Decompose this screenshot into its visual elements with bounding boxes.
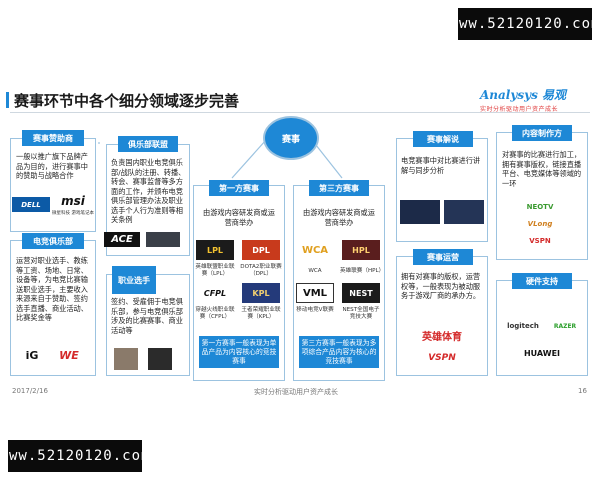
esports-club-desc: 运营对职业选手、教练等工资、场地、日常、设备等，为电竞比赛输送职业选手，主要收入… bbox=[16, 256, 88, 322]
third-party-note: 第三方赛事一般表现为多项综合产品内容为核心的竞技赛事 bbox=[299, 336, 379, 368]
first-party-header: 第一方赛事 bbox=[209, 180, 269, 196]
esports-club-header: 电竞俱乐部 bbox=[22, 233, 84, 249]
hardware-panel bbox=[496, 280, 588, 376]
club-alliance-desc: 负责国内职业电竞俱乐部/战队的注册、转播、转会、赛事监督等多方面的工作，并颁布电… bbox=[111, 158, 186, 224]
ace-logo: ACE bbox=[104, 232, 140, 247]
commentary-panel bbox=[396, 138, 488, 242]
club-alliance-header: 俱乐部联盟 bbox=[118, 136, 178, 152]
brand-logo: Analysys 易观 实时分析驱动用户资产成长 bbox=[480, 86, 588, 113]
hpl-logo: HPL bbox=[342, 240, 380, 260]
ig-logo: iG bbox=[25, 348, 39, 362]
root-node-events: 赛事 bbox=[263, 116, 319, 160]
kpl-logo: KPL bbox=[242, 283, 280, 303]
vspn-small-logo: VSPN bbox=[529, 237, 551, 245]
brand-tagline: 实时分析驱动用户资产成长 bbox=[480, 106, 559, 113]
third-party-header: 第三方赛事 bbox=[309, 180, 369, 196]
watermark-top: www.52120120.com bbox=[450, 8, 599, 40]
page-title: 赛事环节中各个细分领域逐步完善 bbox=[14, 92, 240, 110]
content-producer-desc: 对赛事的比赛进行加工，拥有赛事版权，链接直播平台、电竞媒体等领域的一环 bbox=[502, 150, 582, 188]
dell-logo: DELL bbox=[12, 197, 50, 212]
wca-caption: WCA bbox=[308, 268, 322, 274]
player-photo-2 bbox=[148, 348, 172, 370]
lpl-caption: 英雄联盟职业联赛（LPL） bbox=[195, 264, 235, 277]
we-logo: WE bbox=[59, 348, 79, 362]
third-party-desc: 由游戏内容研发商或运营商举办 bbox=[303, 208, 375, 227]
huawei-logo: HUAWEI bbox=[523, 348, 561, 358]
footer-page: 16 bbox=[578, 387, 587, 395]
footer-center: 实时分析驱动用户资产成长 bbox=[254, 388, 338, 396]
sponsor-desc: 一般以推广旗下品牌产品为目的，进行赛事中的赞助与战略合作 bbox=[16, 152, 88, 180]
first-party-desc: 由游戏内容研发商或运营商举办 bbox=[203, 208, 275, 227]
title-divider bbox=[10, 112, 590, 113]
lpl-logo: LPL bbox=[196, 240, 234, 260]
event-operation-header: 赛事运营 bbox=[413, 249, 473, 265]
caster-photo-2 bbox=[444, 200, 484, 224]
msi-caption: 微星科技 游戏笔记本 bbox=[52, 211, 94, 216]
hpl-caption: 英雄联赛（HPL） bbox=[340, 268, 385, 274]
player-photo-1 bbox=[114, 348, 138, 370]
nest-logo: NEST bbox=[342, 283, 380, 303]
cfpl-caption: 穿越火线职业联赛（CFPL） bbox=[195, 307, 235, 320]
logitech-logo: logitech bbox=[507, 322, 539, 330]
vlong-logo: VLong bbox=[527, 220, 553, 228]
yingxiong-logo: 英雄体育 bbox=[422, 331, 462, 343]
footer-date: 2017/2/16 bbox=[12, 387, 48, 395]
neotv-logo: NEOTV bbox=[526, 203, 554, 211]
content-producer-header: 内容制作方 bbox=[512, 125, 572, 141]
brand-name: Analysys 易观 bbox=[480, 88, 567, 102]
caster-photo-1 bbox=[400, 200, 440, 224]
pro-player-header: 职业选手 bbox=[112, 266, 156, 294]
event-operation-panel bbox=[396, 256, 488, 376]
vml-logo: VML bbox=[296, 283, 334, 303]
esports-club-panel bbox=[10, 240, 96, 376]
sponsor-panel bbox=[10, 138, 96, 232]
vspn-logo: VSPN bbox=[428, 353, 456, 363]
title-accent bbox=[6, 92, 9, 108]
commentary-header: 赛事解说 bbox=[413, 131, 473, 147]
dpl-logo: DPL bbox=[242, 240, 280, 260]
nest-caption: NEST全国电子竞技大赛 bbox=[342, 307, 380, 320]
vml-caption: 移动电竞V联赛 bbox=[296, 307, 334, 313]
razer-logo: RAZER bbox=[553, 323, 577, 330]
hardware-header: 硬件支持 bbox=[512, 273, 572, 289]
dpl-caption: DOTA2职业联赛（DPL） bbox=[240, 264, 282, 277]
commentary-desc: 电竞赛事中对比赛进行讲解与同步分析 bbox=[401, 156, 481, 175]
msi-logo: msi bbox=[61, 194, 85, 208]
watermark-bottom: www.52120120.com bbox=[0, 440, 149, 472]
wca-logo: WCA bbox=[301, 244, 329, 256]
league-logo bbox=[146, 232, 180, 247]
pro-player-desc: 签约、受雇佣于电竞俱乐部，参与电竞俱乐部涉及的比赛赛事、商业活动等 bbox=[111, 297, 183, 335]
content-producer-panel bbox=[496, 132, 588, 260]
event-operation-desc: 拥有对赛事的版权，运营权等，一般表现为被动服务于游戏厂商的承办方。 bbox=[401, 272, 481, 300]
cfpl-logo: CFPL bbox=[203, 288, 227, 298]
kpl-caption: 王者荣耀职业联赛（KPL） bbox=[241, 307, 281, 320]
first-party-note: 第一方赛事一般表现为单品产品为内容核心的竞技赛事 bbox=[199, 336, 279, 368]
sponsor-header: 赛事赞助商 bbox=[22, 130, 84, 146]
